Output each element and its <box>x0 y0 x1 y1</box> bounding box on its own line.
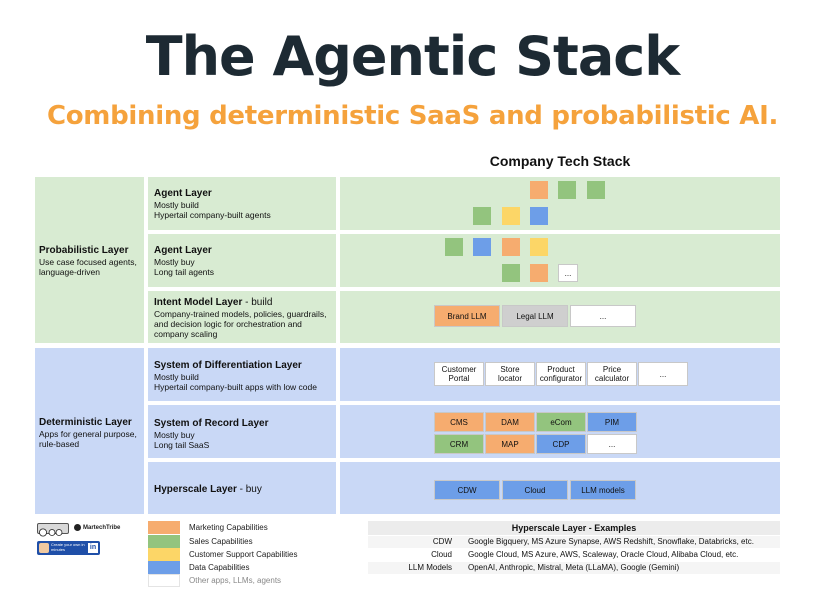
data-agent-block <box>530 207 548 225</box>
examples-title: Hyperscale Layer - Examples <box>368 521 780 535</box>
ecom-box: eCom <box>536 412 586 432</box>
agent-build-layer-cell: Agent Layer Mostly build Hypertail compa… <box>148 177 336 230</box>
layer-name: Hyperscale Layer <box>154 484 237 495</box>
legend-swatch-support <box>148 548 180 561</box>
layer-desc: Hypertail company-built agents <box>154 210 271 220</box>
table-row: CDW Google Bigquery, MS Azure Synapse, A… <box>368 536 780 548</box>
layer-desc: and decision logic for orchestration and <box>154 319 302 329</box>
tribe-logo-icon <box>74 524 81 531</box>
group-desc: Apps for general purpose, rule-based <box>39 429 137 449</box>
layer-desc: Mostly build <box>154 372 199 382</box>
legend-swatch-sales <box>148 535 180 548</box>
sales-agent-block <box>473 207 491 225</box>
legend-swatch-other <box>148 574 180 587</box>
cdw-box: CDW <box>434 480 500 500</box>
crm-box: CRM <box>434 434 484 454</box>
cloud-box: Cloud <box>502 480 568 500</box>
brand-llm-box: Brand LLM <box>434 305 500 327</box>
group-name: Probabilistic Layer <box>39 245 129 256</box>
layer-desc: Long tail agents <box>154 267 215 277</box>
cms-box: CMS <box>434 412 484 432</box>
layer-name: System of Record Layer <box>154 418 269 429</box>
intent-model-layer-cell: Intent Model Layer - build Company-train… <box>148 291 336 343</box>
table-row: LLM Models OpenAI, Anthropic, Mistral, M… <box>368 562 780 574</box>
record-stack: CMS DAM eCom PIM CRM MAP CDP ... <box>340 405 780 458</box>
more-llm-box: ... <box>570 305 636 327</box>
page-title: The Agentic Stack <box>145 25 680 88</box>
layer-desc: Long tail SaaS <box>154 440 210 450</box>
sales-agent-block <box>502 264 520 282</box>
example-key: LLM Models <box>408 563 452 572</box>
layer-suffix: - build <box>242 297 273 308</box>
agent-buy-layer-cell: Agent Layer Mostly buy Long tail agents <box>148 234 336 287</box>
example-key: Cloud <box>431 550 452 559</box>
layer-name: Agent Layer <box>154 188 212 199</box>
map-box: MAP <box>485 434 535 454</box>
deterministic-group: Deterministic Layer Apps for general pur… <box>35 348 144 514</box>
page-subtitle: Combining deterministic SaaS and probabi… <box>46 101 779 131</box>
cdp-box: CDP <box>536 434 586 454</box>
linkedin-icon[interactable]: in <box>88 543 98 553</box>
layer-name: Intent Model Layer <box>154 297 243 308</box>
sales-agent-block <box>558 181 576 199</box>
legend-label-other: Other apps, LLMs, agents <box>189 576 282 585</box>
legend-swatch-data <box>148 561 180 574</box>
support-agent-block <box>530 238 548 256</box>
legend-label-support: Customer Support Capabilities <box>189 550 298 559</box>
pim-box: PIM <box>587 412 637 432</box>
hyperscale-stack: CDW Cloud LLM models <box>340 462 780 514</box>
layer-desc: Mostly buy <box>154 430 195 440</box>
marketing-agent-block <box>530 181 548 199</box>
probabilistic-group: Probabilistic Layer Use case focused age… <box>35 177 144 343</box>
sales-agent-block <box>445 238 463 256</box>
avatar <box>39 543 49 553</box>
legend-label-sales: Sales Capabilities <box>189 537 253 546</box>
group-desc: Use case focused agents, language-driven <box>39 257 137 277</box>
example-value: Google Bigquery, MS Azure Synapse, AWS R… <box>468 537 754 546</box>
differentiation-layer-cell: System of Differentiation Layer Mostly b… <box>148 348 336 401</box>
record-layer-cell: System of Record Layer Mostly buy Long t… <box>148 405 336 458</box>
agent-build-stack <box>340 177 780 230</box>
martechtribe-logo: MartechTribe <box>74 524 120 533</box>
intent-model-stack: Brand LLM Legal LLM ... <box>340 291 780 343</box>
stack-heading: Company Tech Stack <box>489 153 631 169</box>
example-value: Google Cloud, MS Azure, AWS, Scaleway, O… <box>468 550 739 559</box>
legend-swatch-marketing <box>148 521 180 534</box>
table-row: Cloud Google Cloud, MS Azure, AWS, Scale… <box>368 549 780 561</box>
more-saas-box: ... <box>587 434 637 454</box>
dam-box: DAM <box>485 412 535 432</box>
layer-desc: Mostly buy <box>154 257 195 267</box>
marketing-agent-block <box>530 264 548 282</box>
llm-models-box: LLM models <box>570 480 636 500</box>
creative-commons-icon <box>37 523 69 537</box>
layer-desc: Company-trained models, policies, guardr… <box>154 309 327 319</box>
hyperscale-layer-cell: Hyperscale Layer - buy <box>148 462 336 514</box>
legal-llm-box: Legal LLM <box>502 305 568 327</box>
legend-label-marketing: Marketing Capabilities <box>189 523 268 532</box>
marketing-agent-block <box>502 238 520 256</box>
data-agent-block <box>473 238 491 256</box>
more-agents-box: ... <box>558 264 578 282</box>
example-key: CDW <box>432 537 452 546</box>
layer-desc: Hypertail company-built apps with low co… <box>154 382 317 392</box>
agent-buy-stack: ... <box>340 234 780 287</box>
layer-suffix: - buy <box>236 484 262 495</box>
group-name: Deterministic Layer <box>39 417 132 428</box>
legend-label-data: Data Capabilities <box>189 563 250 572</box>
support-agent-block <box>502 207 520 225</box>
layer-name: System of Differentiation Layer <box>154 360 302 371</box>
example-value: OpenAI, Anthropic, Mistral, Meta (LLaMA)… <box>468 563 680 572</box>
more-apps-box: ... <box>638 362 688 386</box>
layer-desc: Mostly build <box>154 200 199 210</box>
layer-name: Agent Layer <box>154 245 212 256</box>
sales-agent-block <box>587 181 605 199</box>
layer-desc: company scaling <box>154 329 218 339</box>
